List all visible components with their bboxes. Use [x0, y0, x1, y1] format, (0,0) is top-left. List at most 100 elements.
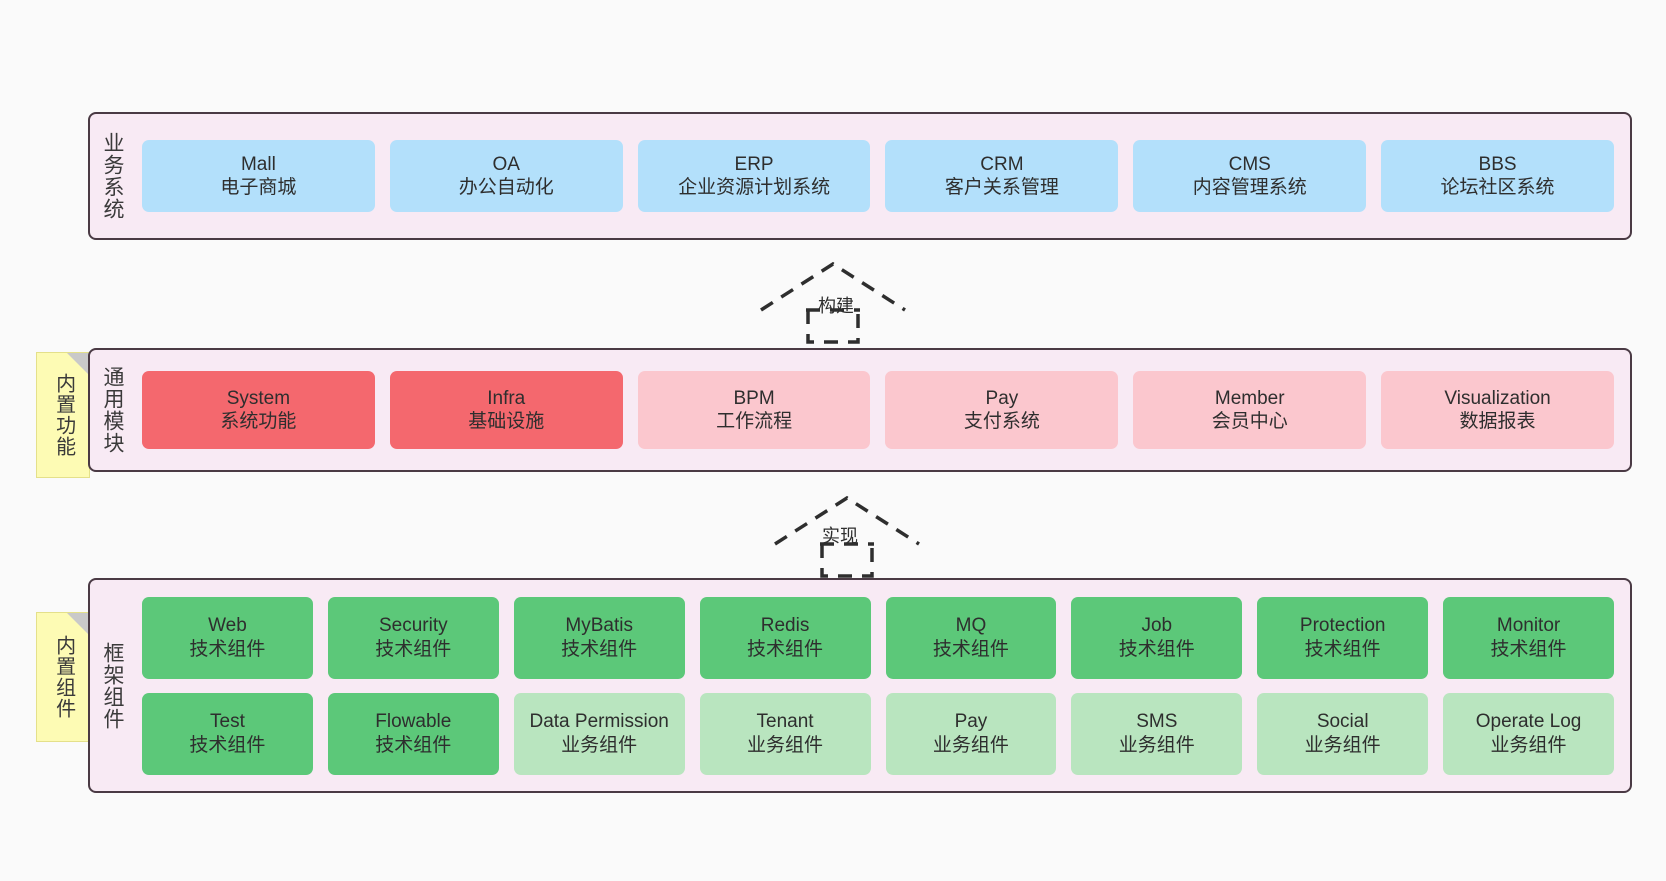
- node-infra[interactable]: Infra 基础设施: [389, 371, 623, 449]
- node-subtitle: 业务组件: [1118, 734, 1195, 756]
- node-subtitle: 电子商城: [220, 177, 297, 198]
- dashed-arrow-icon: [760, 261, 906, 344]
- node-title: Tenant: [756, 711, 814, 733]
- node-title: OA: [492, 153, 520, 175]
- node-subtitle: 支付系统: [963, 411, 1040, 432]
- note-fold-icon: [67, 353, 89, 375]
- node-title: BBS: [1478, 153, 1517, 175]
- node-tenant[interactable]: Tenant 业务组件: [699, 692, 871, 775]
- node-subtitle: 论坛社区系统: [1440, 177, 1555, 198]
- node-row: Mall 电子商城 OA 办公自动化 ERP 企业资源计划系统 CRM 客户关系…: [142, 140, 1614, 212]
- node-subtitle: 工作流程: [716, 411, 793, 432]
- note-builtin-components: 内置组件: [36, 612, 90, 742]
- node-subtitle: 技术组件: [375, 638, 452, 660]
- node-monitor[interactable]: Monitor 技术组件: [1443, 596, 1614, 679]
- layer-title-business: 业务系统: [100, 132, 124, 220]
- node-test[interactable]: Test 技术组件: [142, 692, 313, 775]
- node-subtitle: 技术组件: [747, 638, 824, 660]
- node-web[interactable]: Web 技术组件: [142, 596, 313, 679]
- node-title: Monitor: [1496, 615, 1561, 637]
- node-subtitle: 业务组件: [1490, 734, 1567, 756]
- node-crm[interactable]: CRM 客户关系管理: [885, 140, 1119, 212]
- node-cms[interactable]: CMS 内容管理系统: [1133, 140, 1367, 212]
- node-pay[interactable]: Pay 支付系统: [885, 371, 1119, 449]
- node-row: System 系统功能 Infra 基础设施 BPM 工作流程 Pay 支付系统…: [142, 371, 1614, 449]
- node-member[interactable]: Member 会员中心: [1133, 371, 1367, 449]
- node-title: Protection: [1299, 615, 1386, 637]
- node-subtitle: 办公自动化: [458, 177, 554, 198]
- layer-body-framework: Web 技术组件 Security 技术组件 MyBatis 技术组件 Redi…: [134, 580, 1630, 791]
- node-title: Operate Log: [1475, 711, 1582, 733]
- node-mq[interactable]: MQ 技术组件: [885, 596, 1057, 679]
- node-subtitle: 技术组件: [189, 734, 266, 756]
- node-title: MQ: [955, 615, 987, 637]
- arrow-build-label: 构建: [818, 296, 854, 316]
- layer-business-systems: 业务系统 Mall 电子商城 OA 办公自动化 ERP 企业资源计划系统 CRM…: [88, 112, 1632, 240]
- node-job[interactable]: Job 技术组件: [1071, 596, 1243, 679]
- layer-body-business: Mall 电子商城 OA 办公自动化 ERP 企业资源计划系统 CRM 客户关系…: [134, 114, 1630, 238]
- layer-framework-components: 框架组件 Web 技术组件 Security 技术组件 MyBatis 技术组件…: [88, 578, 1632, 793]
- node-title: Visualization: [1444, 387, 1551, 409]
- node-subtitle: 系统功能: [220, 411, 297, 432]
- node-subtitle: 业务组件: [561, 734, 638, 756]
- node-title: Social: [1316, 711, 1369, 733]
- node-title: Member: [1214, 387, 1285, 409]
- arrow-implement: [772, 492, 922, 578]
- node-subtitle: 技术组件: [375, 734, 452, 756]
- node-bbs[interactable]: BBS 论坛社区系统: [1381, 140, 1614, 212]
- node-title: BPM: [733, 387, 775, 409]
- node-flowable[interactable]: Flowable 技术组件: [327, 692, 499, 775]
- note-builtin-functions: 内置功能: [36, 352, 90, 478]
- node-oa[interactable]: OA 办公自动化: [389, 140, 623, 212]
- layer-title-framework: 框架组件: [100, 641, 124, 730]
- node-data-permission[interactable]: Data Permission 业务组件: [513, 692, 685, 775]
- node-security[interactable]: Security 技术组件: [327, 596, 499, 679]
- node-title: Mall: [240, 153, 276, 175]
- node-subtitle: 业务组件: [1304, 734, 1381, 756]
- node-subtitle: 技术组件: [1304, 638, 1381, 660]
- node-title: ERP: [734, 153, 774, 175]
- node-subtitle: 技术组件: [1490, 638, 1567, 660]
- node-subtitle: 技术组件: [932, 638, 1009, 660]
- node-subtitle: 客户关系管理: [944, 177, 1059, 198]
- node-title: MyBatis: [565, 615, 633, 637]
- node-subtitle: 内容管理系统: [1192, 177, 1307, 198]
- node-system[interactable]: System 系统功能: [142, 371, 375, 449]
- node-title: Test: [210, 711, 245, 733]
- node-redis[interactable]: Redis 技术组件: [699, 596, 871, 679]
- node-subtitle: 数据报表: [1459, 411, 1536, 432]
- node-row: Web 技术组件 Security 技术组件 MyBatis 技术组件 Redi…: [142, 596, 1614, 679]
- layer-body-common: System 系统功能 Infra 基础设施 BPM 工作流程 Pay 支付系统…: [134, 350, 1630, 470]
- node-subtitle: 技术组件: [1118, 638, 1195, 660]
- node-title: Flowable: [375, 711, 452, 733]
- node-title: Pay: [954, 711, 988, 733]
- node-title: Web: [208, 615, 247, 637]
- node-title: Job: [1141, 615, 1173, 637]
- node-protection[interactable]: Protection 技术组件: [1257, 596, 1429, 679]
- node-title: System: [226, 387, 291, 409]
- node-subtitle: 企业资源计划系统: [678, 177, 831, 198]
- node-social[interactable]: Social 业务组件: [1257, 692, 1429, 775]
- node-subtitle: 业务组件: [932, 734, 1009, 756]
- node-sms[interactable]: SMS 业务组件: [1071, 692, 1243, 775]
- node-mall[interactable]: Mall 电子商城: [142, 140, 375, 212]
- layer-common-modules: 通用模块 System 系统功能 Infra 基础设施 BPM 工作流程 Pay…: [88, 348, 1632, 472]
- node-title: CMS: [1228, 153, 1271, 175]
- node-bpm[interactable]: BPM 工作流程: [637, 371, 871, 449]
- node-pay-component[interactable]: Pay 业务组件: [885, 692, 1057, 775]
- node-subtitle: 业务组件: [747, 734, 824, 756]
- node-erp[interactable]: ERP 企业资源计划系统: [637, 140, 871, 212]
- arrow-implement-label: 实现: [822, 526, 858, 546]
- node-subtitle: 技术组件: [189, 638, 266, 660]
- note-fold-icon: [67, 613, 89, 635]
- layer-title-common: 通用模块: [100, 366, 124, 454]
- node-title: CRM: [980, 153, 1024, 175]
- node-row: Test 技术组件 Flowable 技术组件 Data Permission …: [142, 692, 1614, 775]
- node-operate-log[interactable]: Operate Log 业务组件: [1443, 692, 1614, 775]
- node-mybatis[interactable]: MyBatis 技术组件: [513, 596, 685, 679]
- node-title: SMS: [1136, 711, 1178, 733]
- node-title: Data Permission: [529, 711, 669, 733]
- node-visualization[interactable]: Visualization 数据报表: [1381, 371, 1614, 449]
- arrow-build: [758, 258, 908, 344]
